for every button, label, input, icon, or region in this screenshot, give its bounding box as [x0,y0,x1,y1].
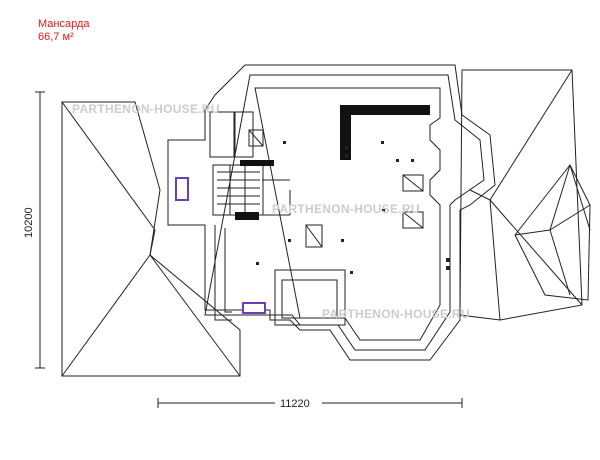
interior-partitions [209,111,346,326]
watermarks: PARTHENON-HOUSE.RU PARTHENON-HOUSE.RU PA… [72,102,470,321]
height-dimension [35,91,45,369]
light-points [256,141,450,274]
watermark-3: PARTHENON-HOUSE.RU [322,307,470,321]
watermark-1: PARTHENON-HOUSE.RU [72,102,220,116]
width-dimension-label: 11220 [280,398,310,410]
staircase [212,164,291,216]
right-roof [459,69,591,321]
floor-name: Мансарда [38,18,90,30]
width-dimension [157,398,463,408]
left-roof [61,101,241,377]
watermark-2: PARTHENON-HOUSE.RU [272,202,420,216]
skylights [248,129,424,248]
floor-area: 66,7 м² [38,31,74,43]
outer-walls [167,64,496,361]
solid-walls [235,105,430,220]
windows [175,177,266,314]
height-dimension-label: 10200 [23,207,35,238]
floor-title: Мансарда 66,7 м² [38,18,90,44]
